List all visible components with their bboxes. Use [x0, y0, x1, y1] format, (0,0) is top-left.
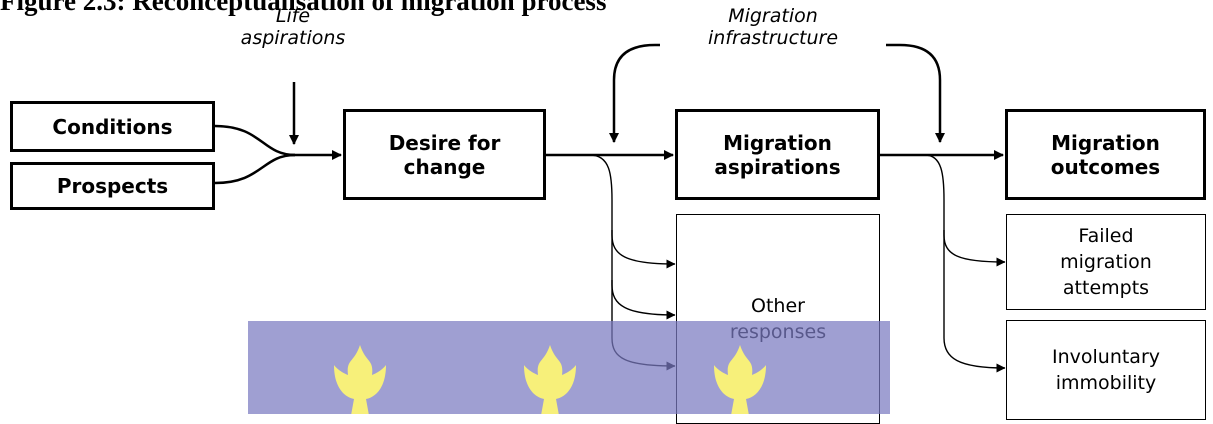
failed-migration-attempts-box: Failed migration attempts	[1006, 214, 1206, 310]
flame-logo-icon	[334, 345, 386, 414]
branch-involuntary	[943, 230, 1006, 373]
failed-migration-attempts-text: Failed migration attempts	[1060, 225, 1152, 299]
desire-for-change-text: Desire for change	[388, 130, 501, 179]
migration-infrastructure-label: Migration infrastructure	[660, 5, 886, 49]
life-aspirations-label: Life aspirations	[240, 5, 346, 49]
infrastructure-right-curve	[878, 43, 945, 143]
branch-failed	[924, 154, 1006, 267]
prospects-box: Prospects	[10, 162, 215, 210]
branch-other-2	[611, 230, 676, 320]
flame-logo-icon	[524, 345, 576, 414]
migration-aspirations-text: Migration aspirations	[714, 130, 841, 179]
involuntary-immobility-text: Involuntary immobility	[1051, 346, 1161, 394]
prospects-text: Prospects	[56, 174, 169, 198]
conditions-merge-line	[214, 124, 296, 157]
migration-aspirations-box: Migration aspirations	[675, 109, 880, 200]
flame-logo-icon	[714, 345, 766, 414]
prospects-merge-line	[214, 153, 296, 185]
migration-outcomes-box: Migration outcomes	[1005, 109, 1206, 200]
watermark-banner	[248, 321, 890, 414]
migration-outcomes-text: Migration outcomes	[1050, 130, 1161, 179]
branch-other-1	[589, 154, 676, 269]
involuntary-immobility-box: Involuntary immobility	[1006, 320, 1206, 420]
conditions-box: Conditions	[10, 101, 215, 152]
figure-title: Figure 2.3: Reconceptualisation of migra…	[0, 0, 607, 16]
conditions-text: Conditions	[52, 114, 173, 139]
desire-for-change-box: Desire for change	[343, 109, 546, 200]
infrastructure-left-curve	[609, 43, 660, 143]
